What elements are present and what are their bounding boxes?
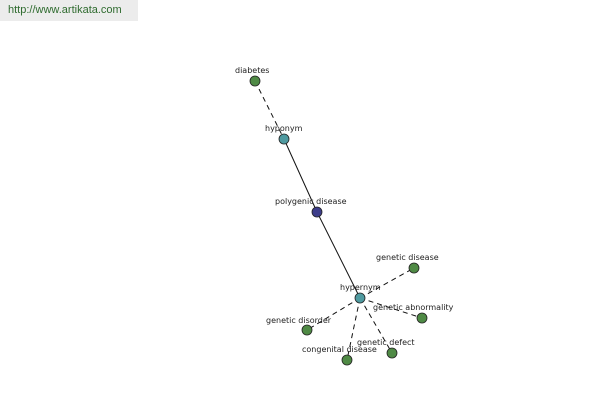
node-polygenic[interactable]: polygenic disease — [275, 197, 347, 218]
node-genetic-defect[interactable]: genetic defect — [357, 338, 415, 359]
edge-hyponym-polygenic — [283, 138, 318, 213]
node-label-diabetes: diabetes — [235, 66, 269, 75]
node-label-genetic-disorder: genetic disorder — [266, 316, 332, 325]
edge-hypernym-congenital-disease — [346, 297, 361, 361]
node-circle-polygenic[interactable] — [311, 206, 323, 218]
edge-polygenic-hypernym — [316, 211, 361, 299]
node-genetic-disorder[interactable]: genetic disorder — [266, 316, 332, 336]
node-circle-hypernym[interactable] — [354, 292, 366, 304]
node-label-congenital-disease: congenital disease — [302, 345, 377, 354]
node-circle-genetic-disease[interactable] — [408, 262, 420, 274]
node-hyponym[interactable]: hyponym — [265, 124, 303, 145]
node-label-hypernym: hypernym — [340, 283, 381, 292]
graph-nodes: diabetes hyponym polygenic disease hypernym… — [235, 66, 454, 366]
node-genetic-disease[interactable]: genetic disease — [376, 253, 439, 274]
node-circle-diabetes[interactable] — [249, 75, 261, 87]
node-congenital-disease[interactable]: congenital disease — [302, 345, 377, 366]
graph-edges — [254, 80, 423, 361]
node-circle-congenital-disease[interactable] — [341, 354, 353, 366]
edge-hypernym-genetic-disease — [359, 267, 415, 299]
node-label-genetic-disease: genetic disease — [376, 253, 439, 262]
edge-hypernym-genetic-defect — [359, 297, 393, 354]
node-circle-genetic-abnormality[interactable] — [416, 312, 428, 324]
url-banner: http://www.artikata.com — [0, 0, 138, 21]
edge-hypernym-genetic-abnormality — [359, 297, 423, 319]
node-circle-genetic-disorder[interactable] — [301, 324, 313, 336]
node-label-genetic-abnormality: genetic abnormality — [373, 303, 454, 312]
site-url-link[interactable]: http://www.artikata.com — [8, 4, 122, 16]
node-genetic-abnormality[interactable]: genetic abnormality — [373, 303, 454, 324]
node-label-genetic-defect: genetic defect — [357, 338, 415, 347]
edge-diabetes-hyponym — [254, 80, 285, 140]
node-label-polygenic: polygenic disease — [275, 197, 347, 206]
node-circle-genetic-defect[interactable] — [386, 347, 398, 359]
edge-hypernym-genetic-disorder — [306, 297, 361, 331]
node-hypernym[interactable]: hypernym — [340, 283, 381, 304]
node-label-hyponym: hyponym — [265, 124, 303, 133]
node-diabetes[interactable]: diabetes — [235, 66, 269, 87]
node-circle-hyponym[interactable] — [278, 133, 290, 145]
